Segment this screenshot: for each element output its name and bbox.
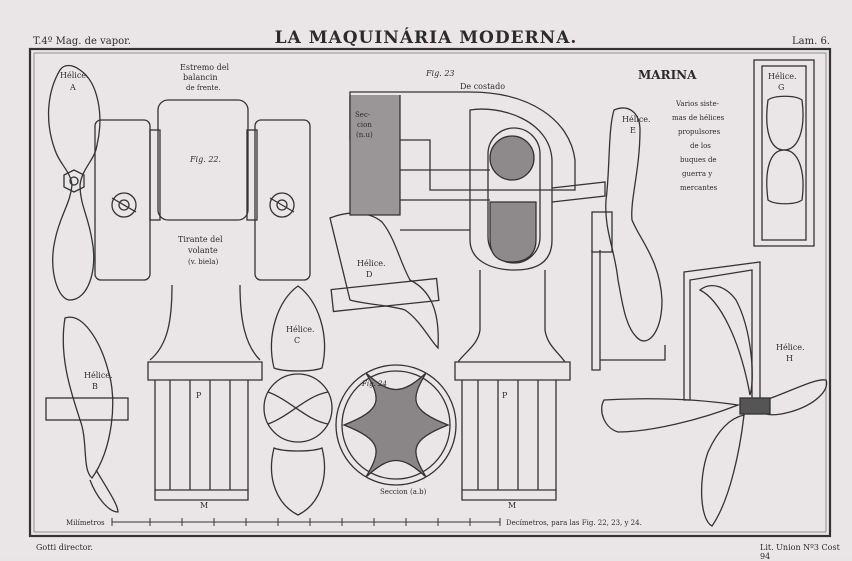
scale-bar xyxy=(111,518,501,526)
volume-label: T.4º Mag. de vapor. xyxy=(33,36,131,47)
fig23-label: Fig. 23 xyxy=(425,69,455,78)
plate-title: LA MAQUINÁRIA MODERNA. xyxy=(274,28,578,48)
helice-d-label: Hélice. xyxy=(357,259,386,268)
helice-d-drawing xyxy=(329,212,440,350)
fig22-caption-2: balancin xyxy=(183,73,218,82)
marina-text-4: de los xyxy=(690,142,711,150)
helice-d-letter: D xyxy=(366,270,372,279)
seccion-ab-label: Seccion (a.b) xyxy=(380,488,427,496)
helice-c-letter: C xyxy=(294,336,300,345)
plate-inner-frame xyxy=(33,52,827,533)
marina-text-3: propulsores xyxy=(678,128,721,136)
tirante-caption-3: (v. biela) xyxy=(188,258,219,266)
fig23-drawing xyxy=(349,91,606,501)
helice-g-letter: G xyxy=(778,83,784,92)
fig22-p-label: P xyxy=(196,391,202,400)
seccion-nu-2: cion xyxy=(357,121,372,129)
helice-a-letter: A xyxy=(69,83,76,92)
fig23-caption: De costado xyxy=(460,82,505,91)
helice-b-letter: B xyxy=(92,382,98,391)
marina-text-5: buques de xyxy=(680,156,717,164)
plate-number: Lam. 6. xyxy=(792,36,830,47)
helice-b-label: Hélice. xyxy=(84,371,113,380)
fig22-caption-1: Estremo del xyxy=(180,63,230,72)
helice-c-drawing xyxy=(263,285,333,516)
helice-h-drawing xyxy=(601,261,828,527)
fig23-p-label: P xyxy=(502,391,508,400)
fig23-m-label: M xyxy=(508,501,516,510)
seccion-nu-1: Sec- xyxy=(355,111,371,119)
fig22-caption-3: de frente. xyxy=(186,84,221,92)
helice-c-label: Hélice. xyxy=(286,325,315,334)
marina-text-7: mercantes xyxy=(680,184,718,192)
helice-h-letter: H xyxy=(786,354,793,363)
marina-text-6: guerra y xyxy=(682,170,712,178)
fig22-drawing xyxy=(94,99,311,501)
helice-a-label: Hélice. xyxy=(60,71,89,80)
marina-text-1: Varios siste- xyxy=(675,100,720,108)
footer-director: Gotti director. xyxy=(36,543,93,552)
fig22-m-label: M xyxy=(200,501,208,510)
helice-e-drawing xyxy=(591,107,666,371)
tirante-caption-2: volante xyxy=(187,246,218,255)
marina-title: MARINA xyxy=(638,68,697,82)
scale-left-label: Milímetros xyxy=(66,519,105,527)
fig24-drawing xyxy=(335,364,457,486)
helice-h-label: Hélice. xyxy=(776,343,805,352)
plate-frame xyxy=(28,47,832,538)
footer-printer: Lit. Union Nº3 Cost 94 xyxy=(760,543,840,561)
helice-e-label: Hélice. xyxy=(622,115,651,124)
helice-a-drawing xyxy=(47,64,101,301)
scale-right-label: Decímetros, para las Fig. 22, 23, y 24. xyxy=(506,519,642,527)
tirante-caption-1: Tirante del xyxy=(178,235,223,244)
fig24-label: Fig. 24 xyxy=(361,380,387,388)
helice-e-letter: E xyxy=(630,126,636,135)
fig22-label: Fig. 22. xyxy=(189,155,221,164)
marina-text-2: mas de hélices xyxy=(672,114,725,122)
helice-g-label: Hélice. xyxy=(768,72,797,81)
helice-b-drawing xyxy=(45,316,129,513)
helice-g-drawing xyxy=(753,59,815,247)
seccion-nu-3: (n.u) xyxy=(356,131,373,139)
